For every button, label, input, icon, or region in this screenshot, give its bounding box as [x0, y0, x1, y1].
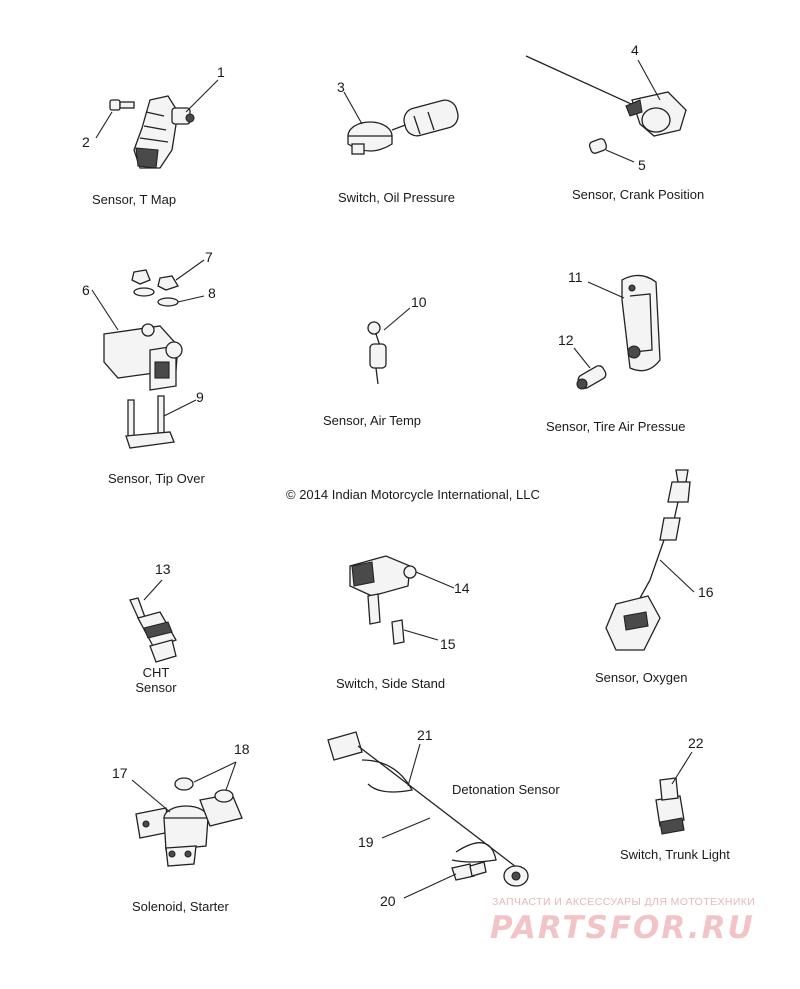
leader-10	[383, 307, 411, 331]
oil-pressure-switch-drawing	[347, 99, 459, 155]
callout-4: 4	[631, 42, 639, 58]
crank-sensor-drawing	[525, 55, 687, 137]
cht-sensor-drawing	[129, 597, 177, 663]
leader-3	[343, 91, 363, 125]
leader-9	[163, 399, 197, 417]
leader-2	[95, 111, 113, 139]
callout-16: 16	[698, 584, 714, 600]
leader-21	[407, 743, 421, 787]
detonation-bolt-drawing	[451, 861, 487, 881]
leader-15	[403, 629, 439, 641]
leader-18	[193, 761, 237, 791]
callout-11: 11	[568, 269, 583, 285]
label-detonation-sensor: Detonation Sensor	[452, 782, 560, 797]
callout-10: 10	[411, 294, 427, 310]
leader-19	[381, 817, 431, 839]
callout-17: 17	[112, 765, 128, 781]
leader-6	[91, 289, 119, 331]
oxygen-sensor-drawing	[605, 469, 691, 651]
starter-solenoid-drawing	[135, 793, 243, 867]
solenoid-nut-drawing	[174, 777, 234, 803]
callout-1: 1	[217, 64, 225, 80]
callout-20: 20	[380, 893, 396, 909]
callout-18: 18	[234, 741, 250, 757]
label-oxygen-sensor: Sensor, Oxygen	[595, 670, 688, 685]
callout-19: 19	[358, 834, 374, 850]
callout-5: 5	[638, 157, 646, 173]
side-stand-switch-drawing	[349, 555, 417, 645]
label-side-stand-switch: Switch, Side Stand	[336, 676, 446, 691]
leader-11	[587, 281, 625, 299]
callout-21: 21	[417, 727, 433, 743]
callout-15: 15	[440, 636, 456, 652]
tire-pressure-sensor-drawing	[621, 274, 661, 372]
callout-12: 12	[558, 332, 574, 348]
label-crank-position-sensor: Sensor, Crank Position	[572, 187, 705, 202]
tire-valve-drawing	[576, 365, 607, 390]
callout-3: 3	[337, 79, 345, 95]
detonation-sensor-drawing	[327, 731, 529, 887]
leader-5	[605, 149, 635, 163]
leader-17	[131, 779, 171, 813]
label-cht-line1: CHT	[142, 665, 170, 680]
label-air-temp-sensor: Sensor, Air Temp	[323, 413, 422, 428]
t-map-screw-drawing	[109, 99, 135, 111]
label-tip-over-sensor: Sensor, Tip Over	[108, 471, 205, 486]
callout-2: 2	[82, 134, 90, 150]
crank-screw-drawing	[588, 138, 608, 154]
leader-8	[177, 295, 205, 303]
leader-20	[403, 873, 457, 899]
label-oil-pressure-switch: Switch, Oil Pressure	[338, 190, 456, 205]
tip-over-sensor-drawing	[103, 323, 183, 391]
callout-7: 7	[205, 249, 213, 265]
watermark-brand: PARTSFOR.RU	[490, 910, 755, 946]
label-starter-solenoid: Solenoid, Starter	[132, 899, 229, 914]
copyright-notice: © 2014 Indian Motorcycle International, …	[286, 487, 540, 502]
air-temp-sensor-drawing	[367, 321, 387, 385]
callout-6: 6	[82, 282, 90, 298]
leader-12	[573, 347, 591, 369]
leader-14	[415, 571, 455, 589]
t-map-sensor-drawing	[133, 95, 195, 169]
label-t-map-sensor: Sensor, T Map	[92, 192, 177, 207]
label-trunk-light-switch: Switch, Trunk Light	[620, 847, 730, 862]
label-cht-line2: Sensor	[135, 680, 177, 695]
leader-22	[671, 751, 693, 785]
tip-over-hardware-drawing	[125, 269, 179, 449]
leader-7	[175, 259, 205, 281]
watermark-tagline: ЗАПЧАСТИ И АКСЕССУАРЫ ДЛЯ МОТОТЕХНИКИ	[492, 896, 756, 908]
callout-14: 14	[454, 580, 470, 596]
leader-13	[143, 579, 163, 601]
callout-22: 22	[688, 735, 704, 751]
leader-1	[185, 79, 219, 113]
callout-8: 8	[208, 285, 216, 301]
leader-4	[637, 59, 661, 101]
callout-9: 9	[196, 389, 204, 405]
label-tire-air-pressure-sensor: Sensor, Tire Air Pressue	[546, 419, 686, 434]
leader-16	[659, 559, 695, 593]
trunk-light-switch-drawing	[655, 777, 685, 835]
callout-13: 13	[155, 561, 171, 577]
